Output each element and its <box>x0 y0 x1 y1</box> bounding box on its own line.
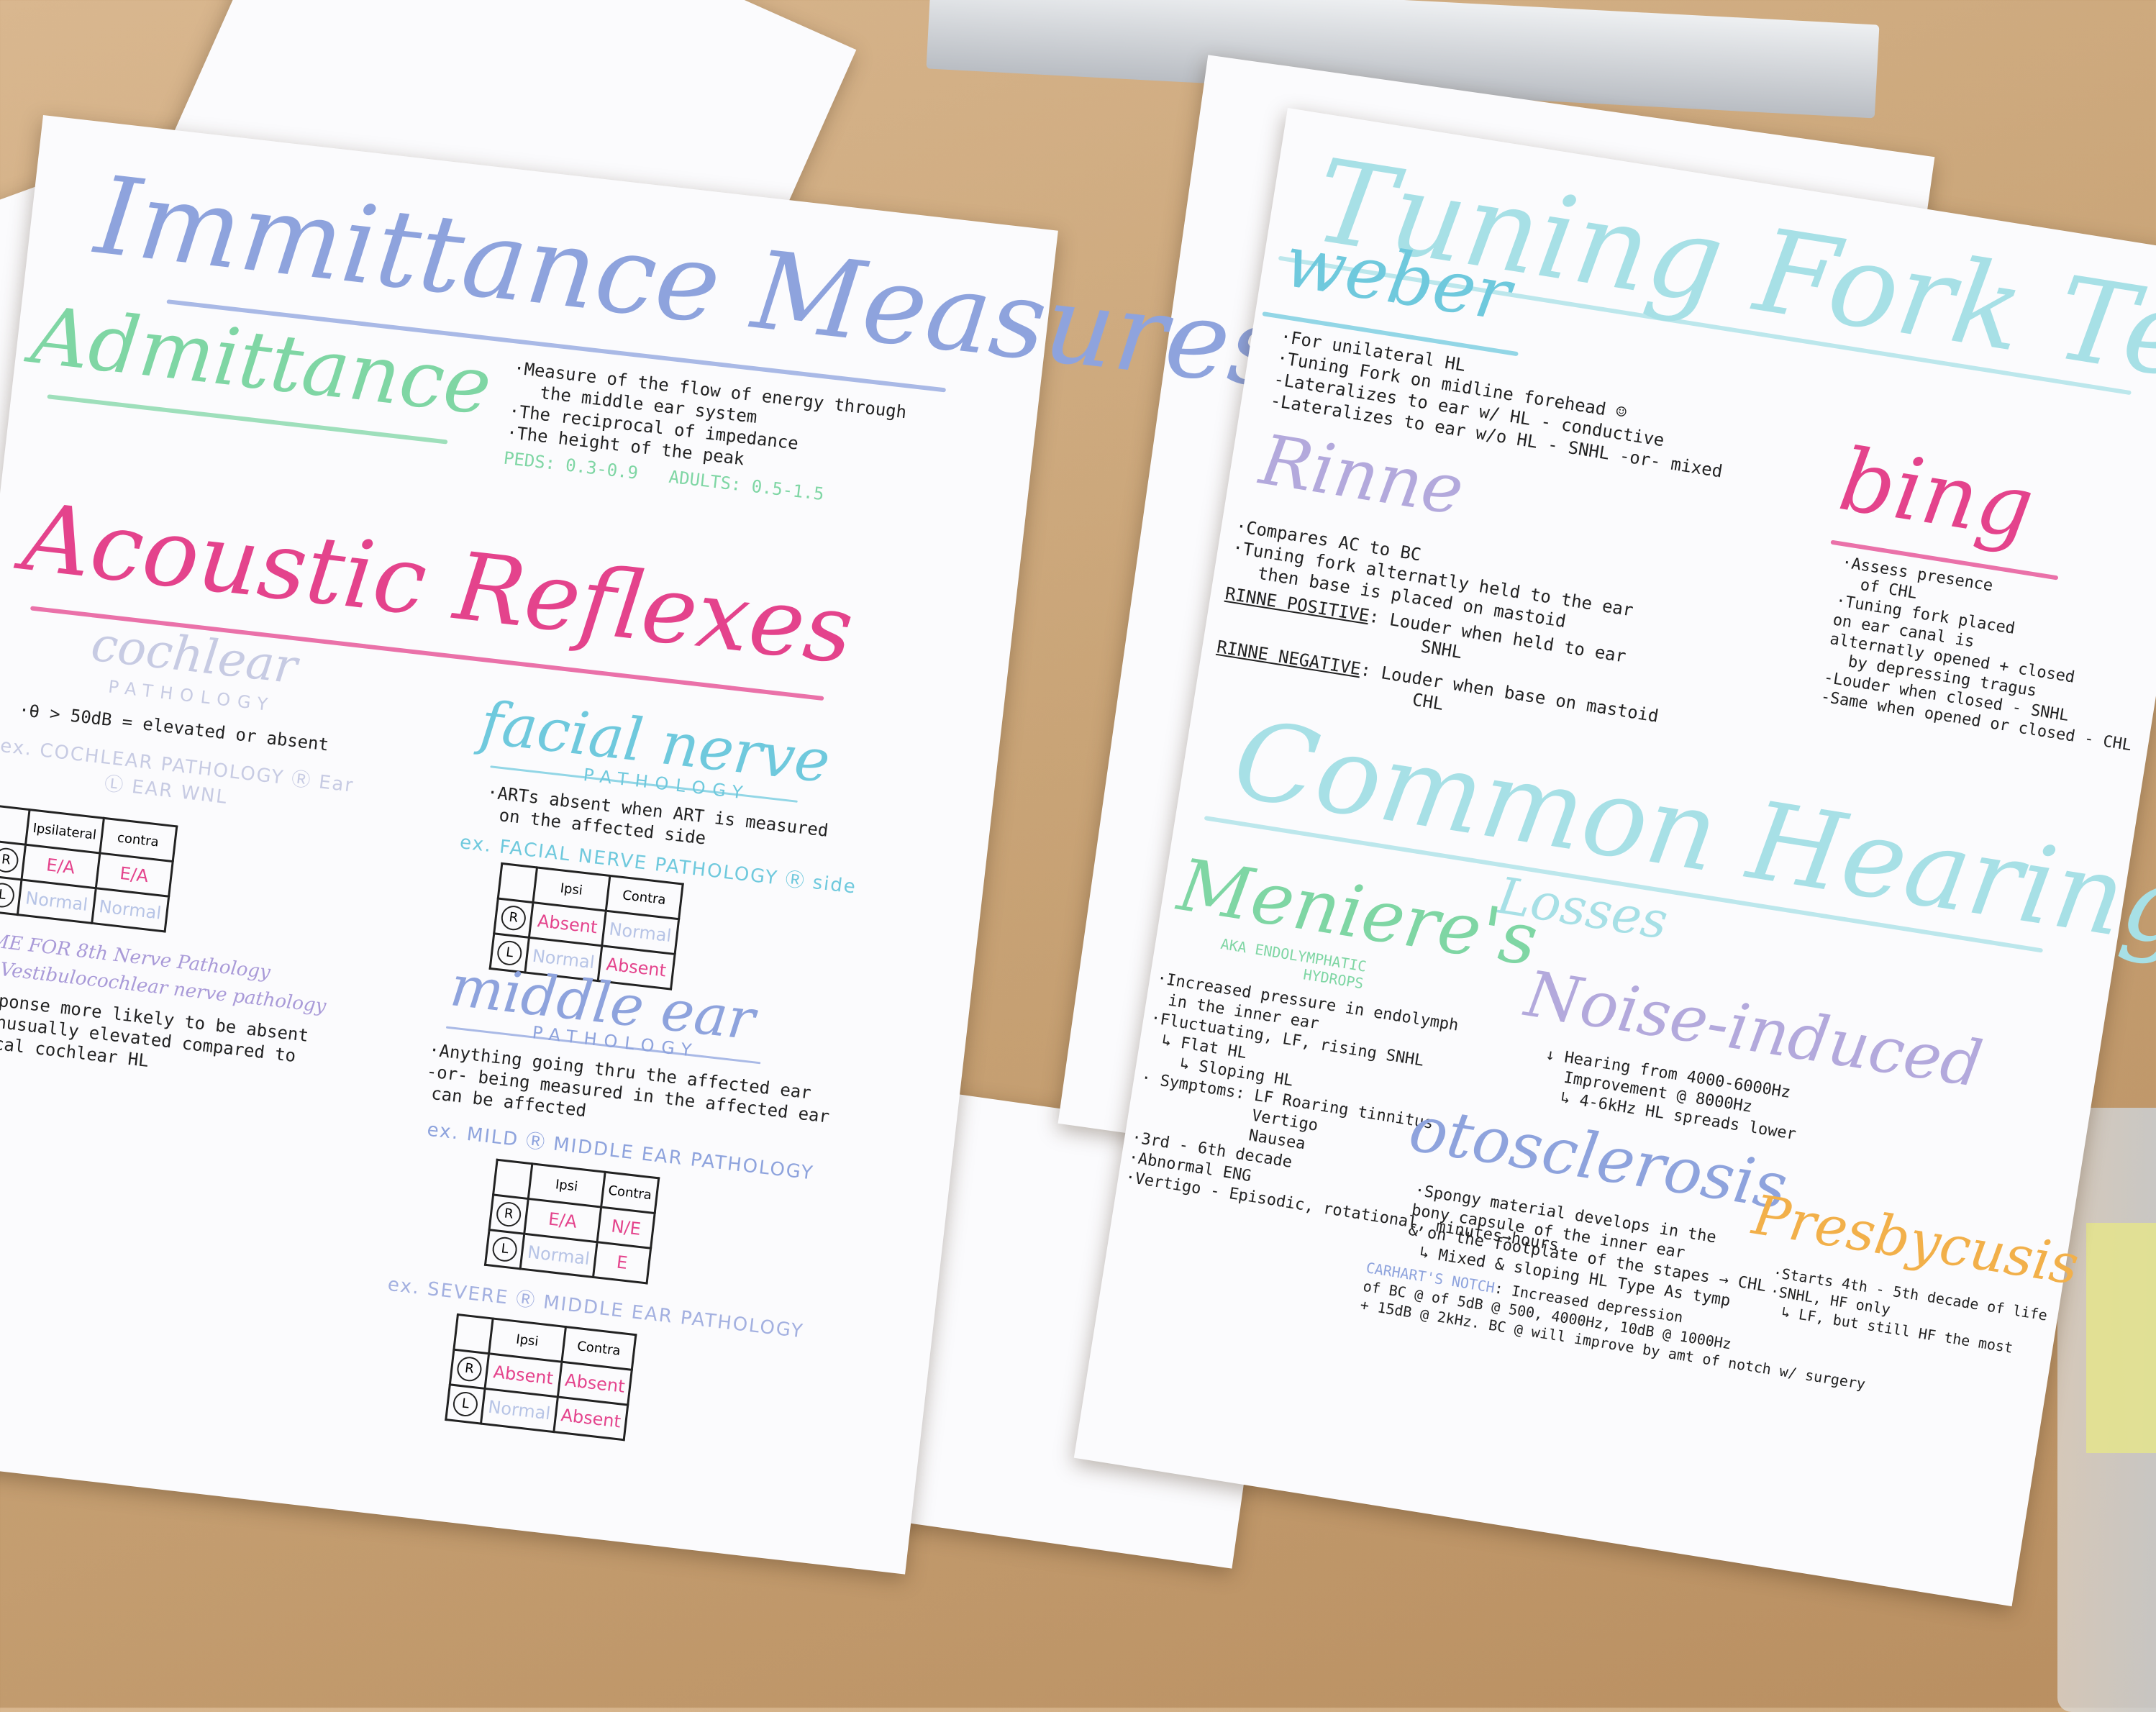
highlighter-yellow <box>2086 1223 2156 1453</box>
left-page: Immittance Measures Admittance ·Measure … <box>0 115 1291 1575</box>
bing-notes: ·Assess presence of CHL ·Tuning fork pla… <box>1819 553 2133 755</box>
rinne-heading: Rinne <box>1255 419 1469 531</box>
bing-heading: bing <box>1832 429 2040 559</box>
